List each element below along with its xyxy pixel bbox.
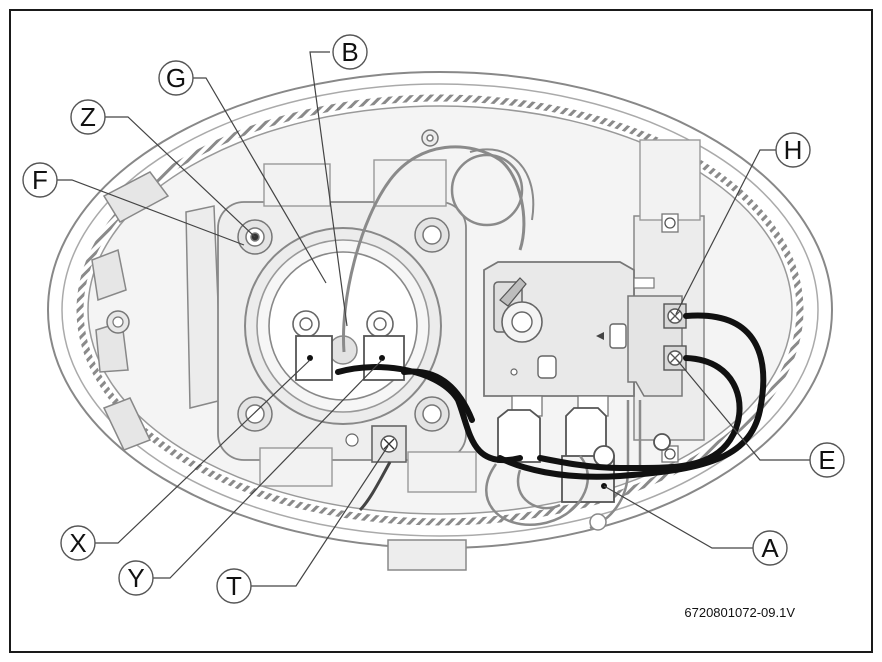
thermostat-unit <box>483 139 705 463</box>
callout-X: X <box>60 525 96 561</box>
callout-label-H: H <box>784 135 803 165</box>
left-screw <box>106 310 130 334</box>
callout-label-G: G <box>166 63 186 93</box>
callout-label-F: F <box>32 165 48 195</box>
callout-F: F <box>22 162 58 198</box>
callout-label-E: E <box>818 445 835 475</box>
callout-label-X: X <box>69 528 86 558</box>
earth-wire <box>358 461 392 512</box>
callout-label-Y: Y <box>127 563 144 593</box>
sensor-capillary <box>342 145 535 353</box>
callout-T: T <box>216 568 252 604</box>
callout-G: G <box>158 60 194 96</box>
callout-E: E <box>809 442 845 478</box>
bottom-fixtures <box>387 513 607 571</box>
callout-Z: Z <box>70 99 106 135</box>
callout-H: H <box>775 132 811 168</box>
callout-label-B: B <box>341 37 358 67</box>
callout-B: B <box>332 34 368 70</box>
earth-terminal <box>345 425 407 463</box>
power-cables <box>335 312 767 480</box>
callout-Y: Y <box>118 560 154 596</box>
reference-code: 6720801072-09.1V <box>684 605 795 620</box>
flange-bolts <box>237 129 450 432</box>
callout-label-A: A <box>761 533 779 563</box>
element-terminals <box>292 310 405 381</box>
callout-label-Z: Z <box>80 102 96 132</box>
callout-A: A <box>752 530 788 566</box>
callout-label-T: T <box>226 571 242 601</box>
